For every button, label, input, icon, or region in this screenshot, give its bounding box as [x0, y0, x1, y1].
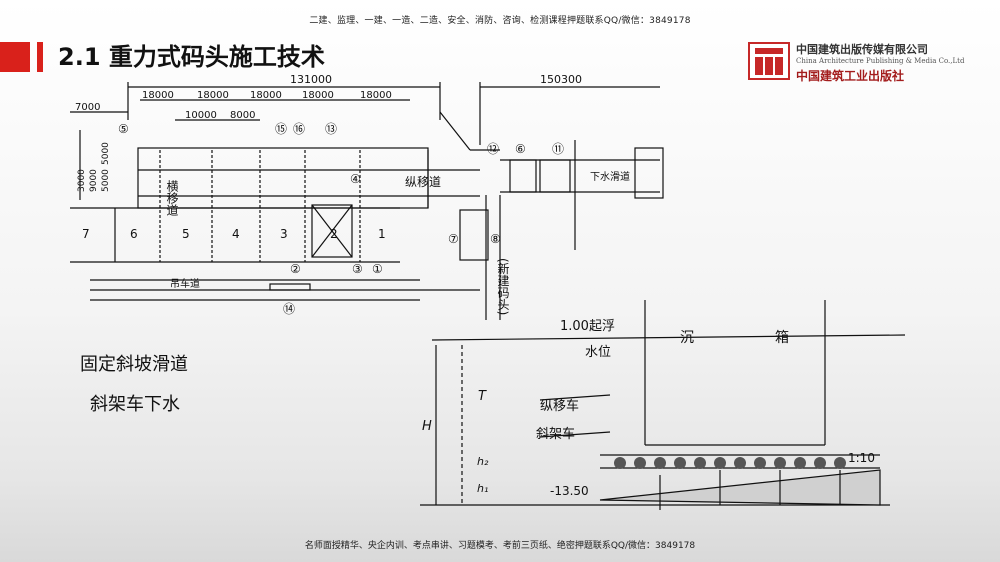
label-caisson-2: 箱 [775, 330, 789, 346]
label-slope-ratio: 1:10 [848, 451, 875, 465]
marker-1: ① [372, 262, 383, 276]
bay-1: 1 [378, 227, 386, 241]
marker-15: ⑮ [275, 122, 287, 136]
page-title: 2.1 重力式码头施工技术 [58, 43, 325, 71]
label-new-wharf: (新建码头) [496, 258, 510, 315]
dim-8000: 8000 [230, 110, 255, 121]
dim-131000: 131000 [290, 73, 332, 86]
marker-4: ④ [350, 172, 361, 186]
marker-8: ⑧ [490, 232, 501, 246]
bay-3: 3 [280, 227, 288, 241]
publisher-name-calligraphy: 中国建筑工业出版社 [796, 69, 905, 83]
label-slope-car: 斜架车 [536, 426, 575, 442]
bay-6: 6 [130, 227, 138, 241]
dim-v-5000-a: 5000 [101, 142, 111, 165]
label-bottom-elevation: -13.50 [550, 484, 589, 498]
marker-2: ② [290, 262, 301, 276]
label-longitudinal-track: 纵移道 [405, 175, 441, 189]
marker-3: ③ [352, 262, 363, 276]
publisher-name-en: China Architecture Publishing & Media Co… [796, 57, 965, 65]
header-note: 二建、监理、一建、一造、二造、安全、消防、咨询、检测课程押题联系QQ/微信：38… [309, 16, 691, 26]
marker-7: ⑦ [448, 232, 459, 246]
footer-note: 名师面授精华、央企内训、考点串讲、习题模考、考前三页纸、绝密押题联系QQ/微信：… [304, 541, 696, 551]
dim-7000: 7000 [75, 102, 100, 113]
label-transverse-track: 横移道 [165, 180, 179, 216]
marker-12: ⑫ [487, 142, 499, 156]
label-launch-slipway: 下水滑道 [590, 170, 630, 183]
label-water-level: 1.00起浮 [560, 319, 615, 334]
note-fixed-slipway: 固定斜坡滑道 [80, 354, 188, 375]
dim-18000-b: 18000 [197, 90, 229, 101]
dim-18000-e: 18000 [360, 90, 392, 101]
label-caisson-1: 沉 [680, 330, 694, 346]
marker-6: ⑥ [515, 142, 526, 156]
note-slope-car-launch: 斜架车下水 [90, 394, 180, 415]
marker-5: ⑤ [118, 122, 129, 136]
label-dim-T: T [478, 389, 487, 404]
marker-11: ⑪ [552, 142, 564, 156]
marker-13: ⑬ [325, 122, 337, 136]
marker-16: ⑯ [293, 122, 305, 136]
label-longitudinal-car: 纵移车 [540, 398, 579, 414]
dim-v-5000-b: 5000 [101, 169, 111, 192]
label-dim-h1: h₁ [477, 482, 488, 495]
title-accent-bar [0, 42, 30, 72]
label-dim-h2: h₂ [477, 455, 489, 468]
publisher-logo-icon [748, 42, 790, 80]
label-dim-H: H [422, 419, 432, 434]
dim-10000: 10000 [185, 110, 217, 121]
dim-18000-c: 18000 [250, 90, 282, 101]
dim-18000-d: 18000 [302, 90, 334, 101]
bay-4: 4 [232, 227, 240, 241]
publisher-name-cn: 中国建筑出版传媒有限公司 [796, 43, 928, 56]
label-crane-track: 吊车道 [170, 277, 200, 290]
dim-150300: 150300 [540, 73, 582, 86]
dim-v-9000: 9000 [89, 169, 99, 192]
bay-7: 7 [82, 227, 90, 241]
bay-5: 5 [182, 227, 190, 241]
dim-v-3000: 3000 [77, 169, 87, 192]
bay-2: 2 [330, 227, 338, 241]
marker-14: ⑭ [283, 302, 295, 316]
title-accent-bar-thin [37, 42, 43, 72]
label-water-level-2: 水位 [585, 345, 611, 360]
dim-18000-a: 18000 [142, 90, 174, 101]
